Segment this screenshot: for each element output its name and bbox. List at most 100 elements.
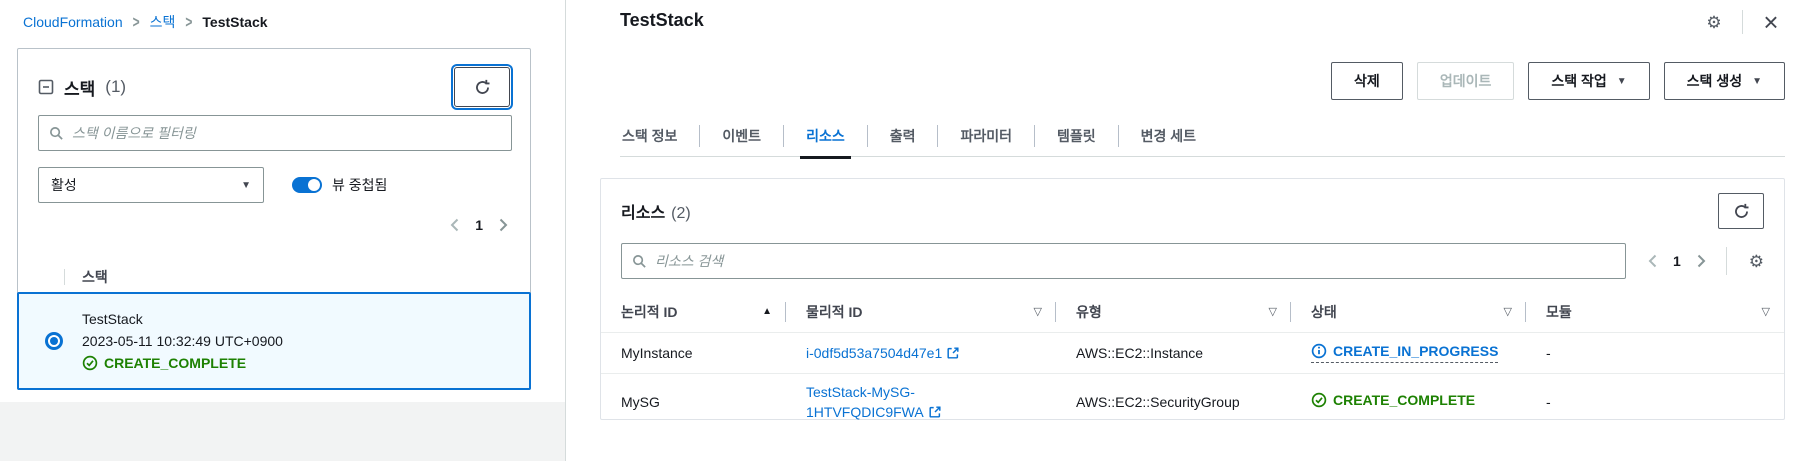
column-header-physical-id[interactable]: 물리적 ID ▽ [786,291,1056,332]
tab-template[interactable]: 템플릿 [1057,128,1096,144]
previous-page-icon[interactable] [450,218,459,232]
sort-ascending-icon: ▲ [762,306,772,317]
check-circle-icon [82,355,98,371]
previous-page-icon[interactable] [1648,254,1657,268]
external-link-icon [928,405,942,419]
resources-search-placeholder: 리소스 검색 [655,253,724,269]
stack-actions-toolbar: 삭제 업데이트 스택 작업 ▼ 스택 생성 ▼ [1331,62,1785,100]
column-label: 논리적 ID [621,303,678,320]
delete-button-label: 삭제 [1354,73,1380,89]
tab-change-sets[interactable]: 변경 세트 [1140,128,1197,144]
split-panel-divider[interactable] [565,0,566,461]
sort-toggle-icon: ▽ [1033,306,1042,318]
gear-icon: ⚙ [1748,251,1764,271]
breadcrumb-current: TestStack [202,14,268,30]
divider [1742,10,1743,34]
tab-outputs[interactable]: 출력 [889,128,916,144]
nested-view-toggle-label: 뷰 중첩됨 [332,177,388,193]
collapse-panel-icon[interactable] [38,79,54,95]
stacks-panel: 스택 (1) 스택 이름으로 필터링 활성 ▼ [17,48,531,390]
stack-actions-dropdown-button[interactable]: 스택 작업 ▼ [1528,62,1650,100]
current-page-number[interactable]: 1 [475,217,483,233]
tab-resources[interactable]: 리소스 [784,116,867,159]
table-preferences-button[interactable]: ⚙ [1743,247,1770,275]
next-page-icon[interactable] [499,218,508,232]
tab-stack-info[interactable]: 스택 정보 [622,128,678,144]
chevron-down-icon: ▼ [1752,75,1762,87]
breadcrumb-separator-icon: > [185,12,193,32]
breadcrumb: CloudFormation > 스택 > TestStack [23,12,268,32]
column-header-type[interactable]: 유형 ▽ [1056,291,1291,332]
resources-pagination: 1 [1648,253,1706,269]
tab-divider [699,125,701,147]
check-circle-icon [1311,392,1327,408]
stack-status-filter-value: 활성 [51,177,77,193]
column-header-logical-id[interactable]: 논리적 ID ▲ [601,291,786,332]
column-header-module[interactable]: 모듈 ▽ [1526,291,1784,332]
sort-toggle-icon: ▽ [1761,306,1770,318]
resources-table-header-row: 논리적 ID ▲ 물리적 ID ▽ 유형 ▽ 상태 ▽ [601,291,1784,333]
breadcrumb-link-stacks[interactable]: 스택 [149,14,176,30]
breadcrumb-separator-icon: > [132,12,140,32]
chevron-down-icon: ▼ [1616,75,1627,87]
divider [1725,247,1727,275]
status-label: CREATE_IN_PROGRESS [1333,343,1499,359]
resources-refresh-button[interactable] [1718,193,1764,229]
column-label: 유형 [1076,303,1102,320]
stack-filter-placeholder: 스택 이름으로 필터링 [72,125,196,141]
cell-module: - [1546,345,1551,361]
resources-panel: 리소스(2) 리소스 검색 [600,178,1785,420]
tab-divider [1117,125,1119,147]
page-title: TestStack [620,10,704,30]
table-row-myinstance: MyInstance i-0df5d53a7504d47e1 AWS::EC2:… [601,333,1784,373]
stack-status-filter-select[interactable]: 활성 ▼ [38,167,264,203]
radio-selected-icon[interactable] [45,332,63,350]
nested-view-toggle[interactable]: 뷰 중첩됨 [292,175,387,195]
stacks-refresh-button[interactable] [454,67,510,107]
chevron-down-icon: ▼ [241,179,251,191]
delete-button[interactable]: 삭제 [1331,62,1403,100]
tab-events[interactable]: 이벤트 [722,128,762,144]
stack-created-timestamp: 2023-05-11 10:32:49 UTC+0900 [82,333,283,349]
stacks-count: (1) [105,77,127,96]
sort-toggle-icon: ▽ [1503,306,1512,318]
next-page-icon[interactable] [1697,254,1706,268]
column-header-status[interactable]: 상태 ▽ [1291,291,1526,332]
sort-toggle-icon: ▽ [1268,306,1277,318]
tab-divider [937,125,939,147]
stack-filter-input[interactable]: 스택 이름으로 필터링 [38,115,512,151]
resources-search-input[interactable]: 리소스 검색 [621,243,1626,279]
stacks-title-label: 스택 [64,79,96,99]
close-panel-button[interactable]: × [1757,8,1785,36]
stacks-table-header: 스택 [18,261,530,293]
stacks-sidebar: CloudFormation > 스택 > TestStack 스택 (1) [0,0,565,461]
create-stack-dropdown-button[interactable]: 스택 생성 ▼ [1663,62,1785,100]
stack-row-teststack[interactable]: TestStack 2023-05-11 10:32:49 UTC+0900 C… [17,292,531,390]
update-button-label: 업데이트 [1439,73,1492,89]
column-label: 물리적 ID [806,303,863,320]
resources-title: 리소스(2) [621,199,691,223]
cell-module: - [1546,393,1551,410]
stack-detail-panel: TestStack ⚙ × 삭제 업데이트 스택 작업 ▼ 스택 생성 [566,0,1805,461]
resources-count: (2) [671,205,691,222]
preferences-gear-button[interactable]: ⚙ [1700,8,1728,36]
stacks-pagination: 1 [450,217,508,233]
breadcrumb-link-cloudformation[interactable]: CloudFormation [23,14,123,30]
update-button[interactable]: 업데이트 [1416,62,1515,100]
refresh-icon [474,79,491,96]
info-circle-icon [1311,343,1327,359]
search-icon [632,254,647,269]
status-badge-complete: CREATE_COMPLETE [1311,392,1475,408]
column-divider [64,269,65,285]
stack-name[interactable]: TestStack [82,311,143,327]
stacks-panel-title: 스택 (1) [38,75,126,100]
column-label: 상태 [1311,303,1337,320]
physical-id-link[interactable]: i-0df5d53a7504d47e1 [806,345,943,361]
current-page-number[interactable]: 1 [1673,253,1681,269]
physical-id-link[interactable]: TestStack-MySG-1HTVFQDIC9FWA [806,383,924,420]
status-badge-in-progress[interactable]: CREATE_IN_PROGRESS [1311,343,1499,363]
cell-type: AWS::EC2::SecurityGroup [1076,393,1240,410]
status-label: CREATE_COMPLETE [1333,392,1476,408]
tab-parameters[interactable]: 파라미터 [960,128,1012,144]
